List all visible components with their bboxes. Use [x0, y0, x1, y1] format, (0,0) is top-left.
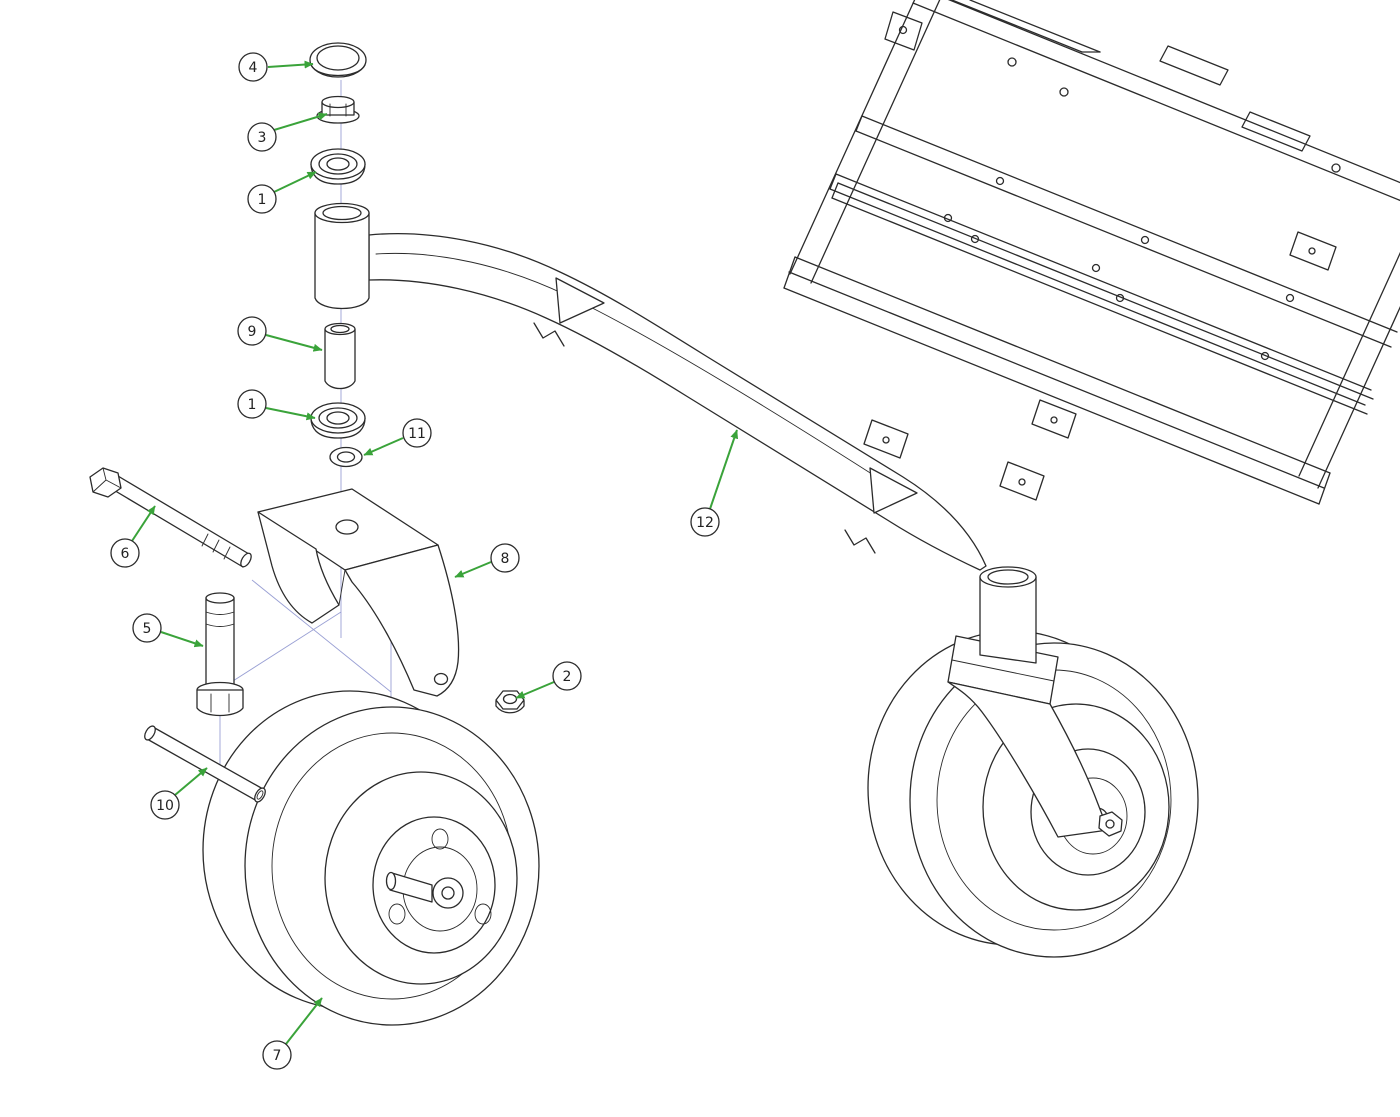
- thrust-washer: [329, 446, 363, 468]
- callout-circle: [402, 418, 432, 448]
- callout-9: 9: [237, 316, 323, 352]
- dust-cap: [309, 42, 367, 78]
- callout-number: 6: [121, 546, 130, 562]
- callout-10: 10: [150, 767, 208, 820]
- callout-circle: [690, 507, 720, 537]
- callout-number: 7: [273, 1048, 282, 1064]
- callout-3: 3: [247, 112, 328, 152]
- left-spindle-tube: [314, 202, 370, 310]
- callout-number: 8: [501, 551, 510, 567]
- bearing-lower: [310, 402, 366, 439]
- callout-circle: [262, 1040, 292, 1070]
- callout-arrow: [709, 429, 739, 510]
- callout-7: 7: [262, 997, 323, 1070]
- callout-arrow: [131, 505, 156, 542]
- callout-number: 1: [258, 192, 267, 208]
- callout-arrow: [174, 767, 208, 796]
- callout-arrow: [515, 681, 555, 699]
- callout-circle: [238, 52, 268, 82]
- callout-1: 1: [237, 389, 316, 421]
- callout-arrow: [285, 997, 323, 1045]
- callout-circle: [237, 389, 267, 419]
- callout-circle: [150, 790, 180, 820]
- callout-circle: [247, 122, 277, 152]
- callout-arrow: [265, 407, 316, 421]
- callout-number: 2: [563, 669, 572, 685]
- callout-4: 4: [238, 52, 314, 82]
- callout-arrow: [265, 334, 323, 352]
- callout-5: 5: [132, 613, 204, 648]
- callout-circle: [490, 543, 520, 573]
- spindle-bolt: [196, 592, 244, 717]
- callout-arrow: [160, 631, 204, 648]
- left-wheel: [202, 690, 540, 1026]
- right-spindle-tube: [979, 566, 1037, 664]
- callout-number: 1: [248, 397, 257, 413]
- caster-arm-weldment: [368, 233, 987, 571]
- center-lines: [219, 80, 392, 772]
- callout-1: 1: [247, 171, 317, 214]
- bearing-upper: [310, 148, 366, 185]
- callout-number: 9: [248, 324, 257, 340]
- callout-arrow: [267, 60, 314, 69]
- callout-number: 11: [408, 426, 426, 442]
- callout-circle: [247, 184, 277, 214]
- callout-number: 12: [696, 515, 714, 531]
- hex-bolt: [89, 467, 252, 568]
- axle-lock-nut: [495, 690, 525, 714]
- callout-circle: [237, 316, 267, 346]
- callout-number: 5: [143, 621, 152, 637]
- callout-number: 3: [258, 130, 267, 146]
- chassis-frame: [783, 0, 1400, 505]
- callout-number: 4: [249, 60, 258, 76]
- callout-2: 2: [515, 661, 582, 699]
- callout-12: 12: [690, 429, 739, 537]
- callout-arrow: [273, 171, 317, 193]
- axle-tube: [144, 725, 266, 803]
- callout-6: 6: [110, 505, 156, 568]
- callout-circle: [132, 613, 162, 643]
- spindle-lock-nut: [316, 95, 360, 124]
- callout-11: 11: [363, 418, 432, 456]
- callout-arrow: [273, 112, 328, 131]
- callout-number: 10: [156, 798, 174, 814]
- callout-arrow: [363, 437, 404, 456]
- callout-circle: [552, 661, 582, 691]
- callout-circle: [110, 538, 140, 568]
- caster-bracket: [257, 488, 460, 697]
- callout-8: 8: [454, 543, 520, 578]
- callout-arrow: [454, 561, 492, 578]
- spacer-bushing: [324, 322, 356, 390]
